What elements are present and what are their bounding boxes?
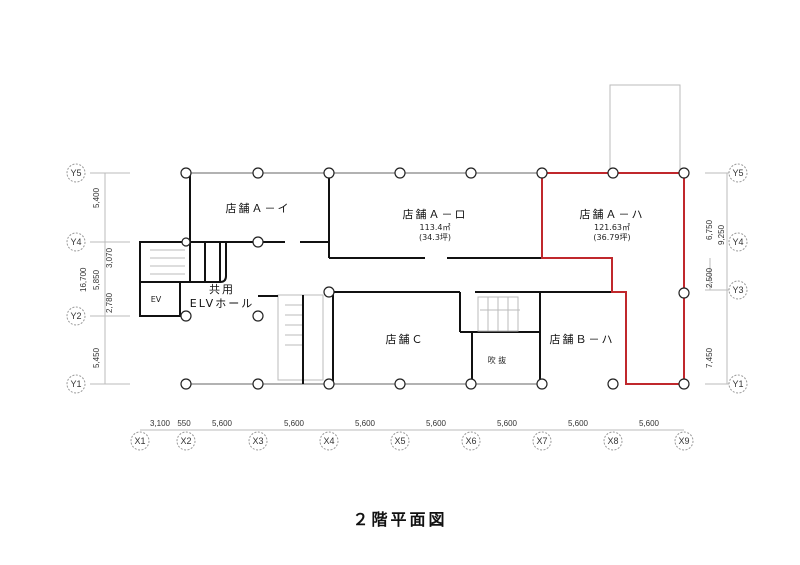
walls — [139, 172, 625, 385]
svg-text:Y4: Y4 — [732, 237, 743, 247]
svg-text:5,600: 5,600 — [426, 419, 447, 428]
grid-x-labels: X1 X2 X3 X4 X5 X6 X7 X8 X9 — [130, 431, 694, 451]
dim-y2-y1: 5,450 — [92, 347, 101, 368]
svg-text:5,600: 5,600 — [497, 419, 518, 428]
svg-text:5,600: 5,600 — [355, 419, 376, 428]
svg-text:X1: X1 — [134, 436, 145, 446]
room-a-ro-area: 113.4㎡ — [420, 223, 451, 232]
elevator-hall-label: ELVホール — [190, 297, 254, 310]
svg-text:3,100: 3,100 — [150, 419, 171, 428]
svg-text:Y4: Y4 — [70, 237, 81, 247]
svg-text:5,600: 5,600 — [639, 419, 660, 428]
room-a-ro-tsubo: (34.3坪) — [419, 233, 451, 242]
svg-text:X7: X7 — [536, 436, 547, 446]
svg-text:X8: X8 — [607, 436, 618, 446]
drawing-title: ２階平面図 — [352, 510, 447, 529]
highlighted-unit-outline — [541, 172, 685, 385]
dim-r4: 7,450 — [705, 347, 714, 368]
dim-r2: 9,250 — [717, 224, 726, 245]
svg-text:X5: X5 — [394, 436, 405, 446]
svg-text:Y3: Y3 — [732, 285, 743, 295]
grid-y-labels: Y5 Y4 Y2 Y1 Y5 Y4 Y3 Y1 — [66, 163, 748, 394]
dim-r3: 2,500 — [705, 267, 714, 288]
svg-text:Y1: Y1 — [732, 379, 743, 389]
room-a-ro-label: 店舗Ａ－ロ — [403, 207, 468, 221]
dim-upper: 3,070 — [105, 247, 114, 268]
svg-text:X2: X2 — [180, 436, 191, 446]
bottom-dimensions: 3,100 550 5,600 5,600 5,600 5,600 5,600 … — [140, 419, 684, 431]
common-label: 共用 — [209, 283, 235, 296]
svg-text:550: 550 — [177, 419, 191, 428]
dim-y5-y4: 5,400 — [92, 187, 101, 208]
void-label: 吹 抜 — [488, 355, 507, 365]
right-dimensions: 6,750 9,250 2,500 7,450 — [705, 172, 735, 385]
room-c-label: 店舗Ｃ — [386, 332, 425, 346]
svg-text:5,600: 5,600 — [212, 419, 233, 428]
left-dimensions: 5,400 16,700 5,850 3,070 2,780 5,450 — [79, 172, 130, 385]
room-b-ha-label: 店舗Ｂ－ハ — [550, 332, 615, 346]
svg-text:5,600: 5,600 — [284, 419, 305, 428]
ev-label: EV — [151, 295, 162, 304]
roof-outline — [609, 84, 681, 174]
room-a-ha-tsubo: (36.79坪) — [593, 233, 630, 242]
room-a-ha-label: 店舗Ａ－ハ — [580, 207, 645, 221]
columns — [180, 167, 690, 390]
svg-text:Y2: Y2 — [70, 311, 81, 321]
svg-text:X9: X9 — [678, 436, 689, 446]
dim-lower: 2,780 — [105, 292, 114, 313]
svg-text:X4: X4 — [323, 436, 334, 446]
svg-text:5,600: 5,600 — [568, 419, 589, 428]
svg-text:Y5: Y5 — [70, 168, 81, 178]
svg-text:X3: X3 — [252, 436, 263, 446]
room-a-ha-area: 121.63㎡ — [594, 223, 630, 232]
room-a-i-label: 店舗Ａ－イ — [226, 201, 291, 215]
dim-r1: 6,750 — [705, 219, 714, 240]
dim-mid: 5,850 — [92, 269, 101, 290]
dim-total: 16,700 — [79, 267, 88, 292]
svg-text:Y5: Y5 — [732, 168, 743, 178]
svg-text:X6: X6 — [465, 436, 476, 446]
svg-text:Y1: Y1 — [70, 379, 81, 389]
